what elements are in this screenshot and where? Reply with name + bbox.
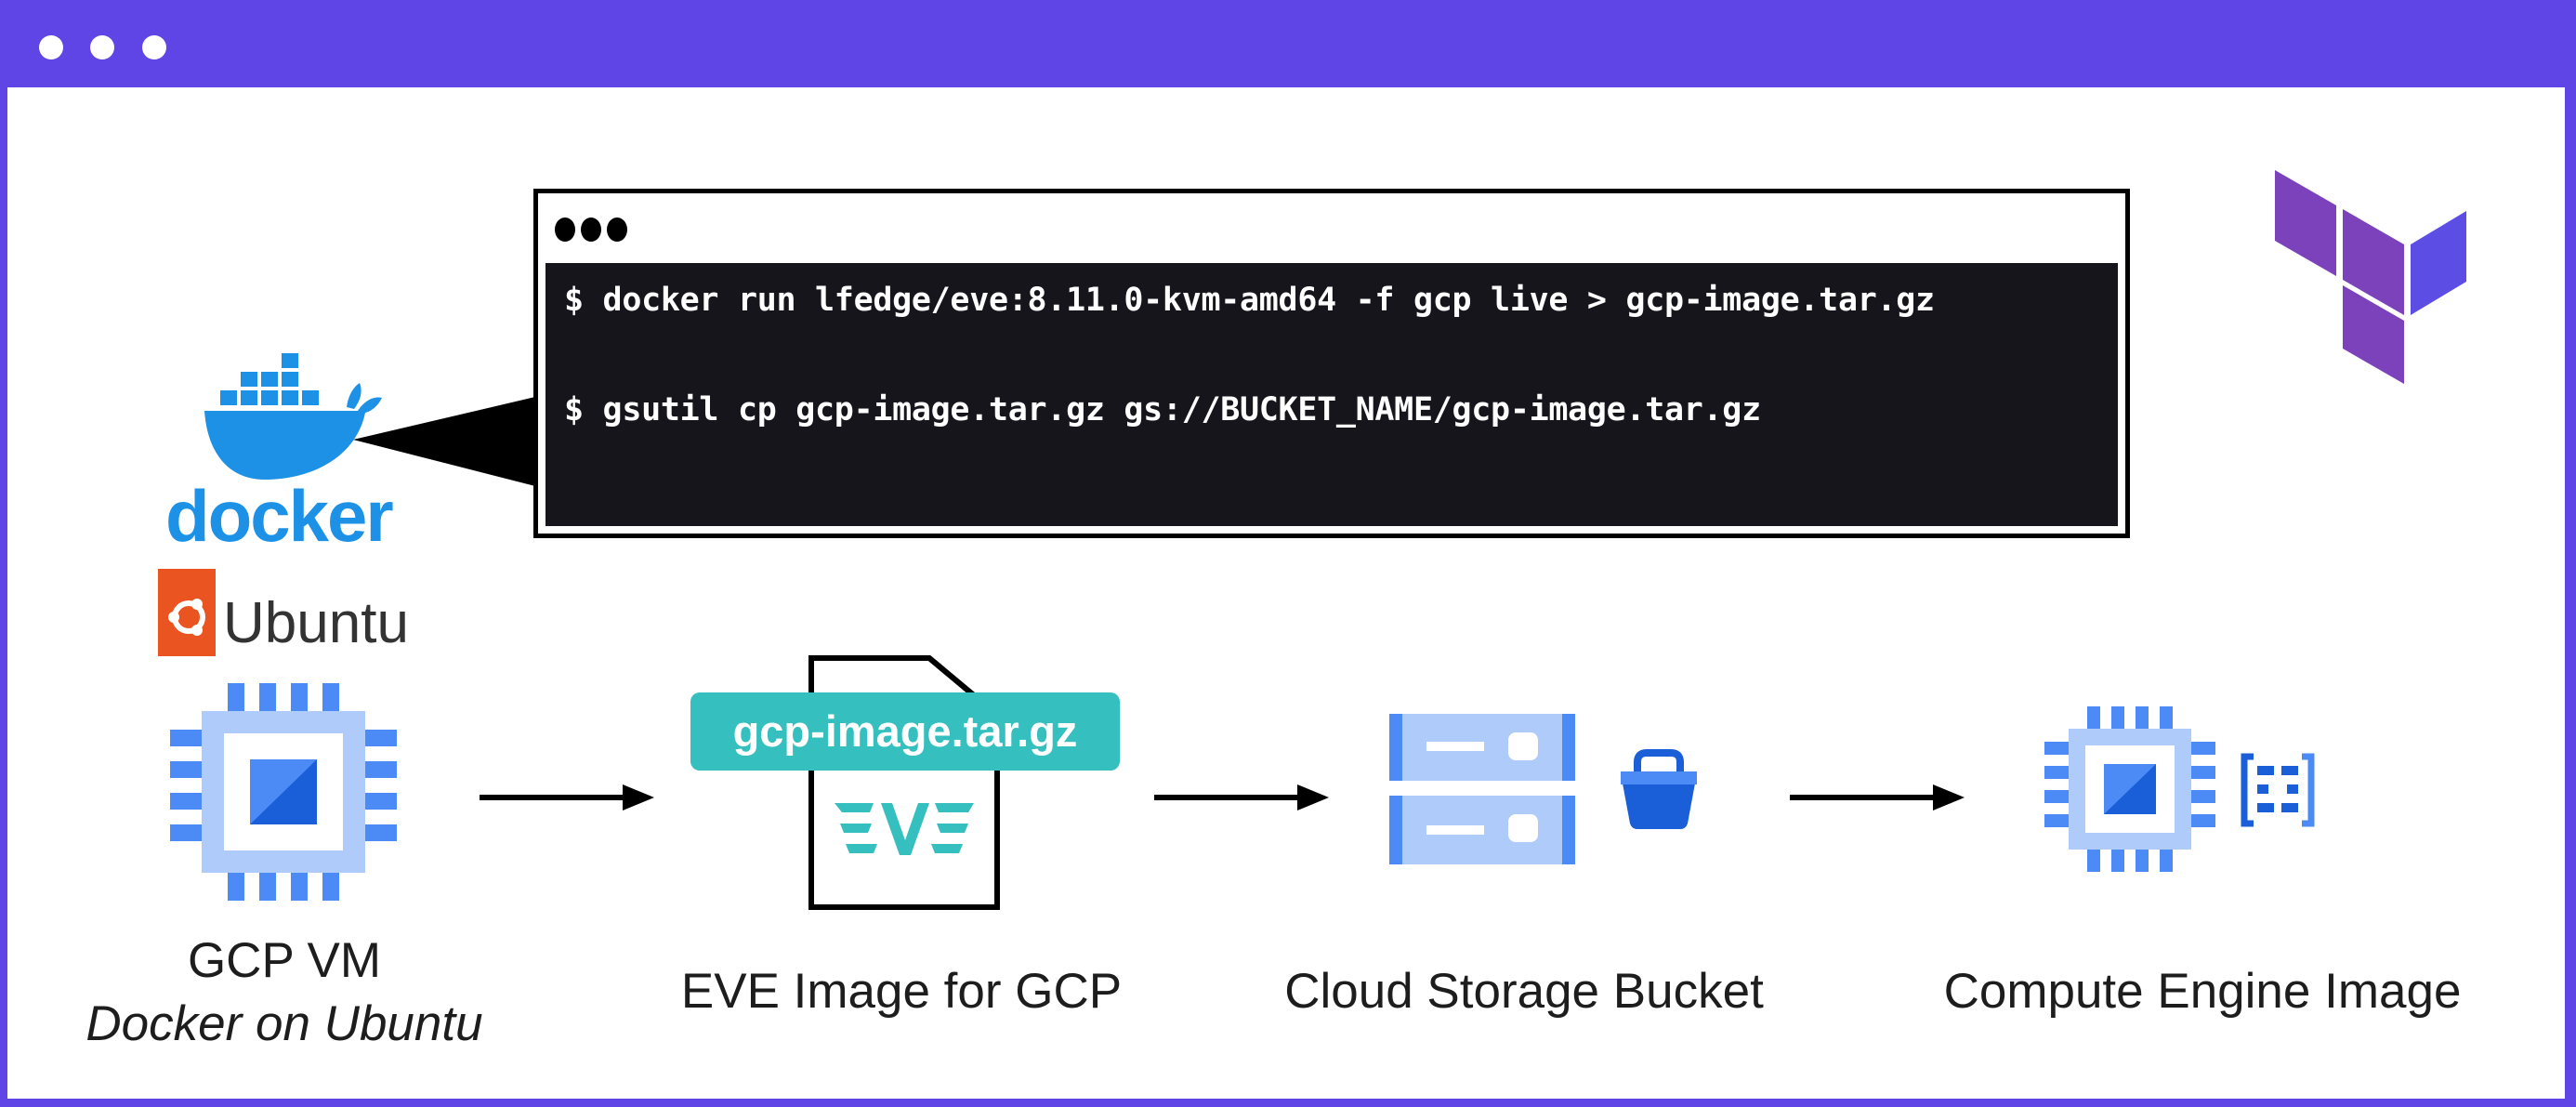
terminal-dot-3 [607,217,627,242]
docker-whale-icon [204,353,382,480]
terminal-command-1: $ docker run lfedge/eve:8.11.0-kvm-amd64… [564,282,1935,319]
window-dot-3 [142,35,166,59]
window-dot-2 [90,35,114,59]
bucket-icon [1621,749,1697,829]
terminal-dot-1 [555,217,575,242]
step-eve-image-title: EVE Image for GCP [680,964,1123,1019]
terraform-logo-icon [2275,170,2466,384]
step-bucket-title: Cloud Storage Bucket [1284,964,1764,1019]
step-compute-image-title: Compute Engine Image [1943,964,2462,1019]
chip-icon [170,683,397,901]
terminal-screen: $ docker run lfedge/eve:8.11.0-kvm-amd64… [545,263,2118,526]
callout-pointer [353,397,535,486]
terminal-command-2: $ gsutil cp gcp-image.tar.gz gs://BUCKET… [564,391,1761,428]
docker-wordmark: docker [165,475,394,557]
step-gcp-vm-subtitle: Docker on Ubuntu [85,996,483,1051]
image-icon [2241,753,2315,827]
arrow-2 [1154,784,1329,810]
file-name-badge: gcp-image.tar.gz [690,692,1120,771]
eve-logo-icon [835,803,974,855]
window-dot-1 [39,35,63,59]
ubuntu-wordmark: Ubuntu [223,591,409,655]
terminal-window: $ docker run lfedge/eve:8.11.0-kvm-amd64… [533,189,2130,538]
arrow-1 [480,784,654,810]
arrow-3 [1790,784,1965,810]
window-titlebar [0,0,2576,86]
compute-chip-icon [2044,706,2215,872]
terminal-dot-2 [581,217,601,242]
ubuntu-logo-icon [158,569,216,656]
server-icon [1389,714,1575,864]
step-gcp-vm-title: GCP VM [187,933,382,988]
